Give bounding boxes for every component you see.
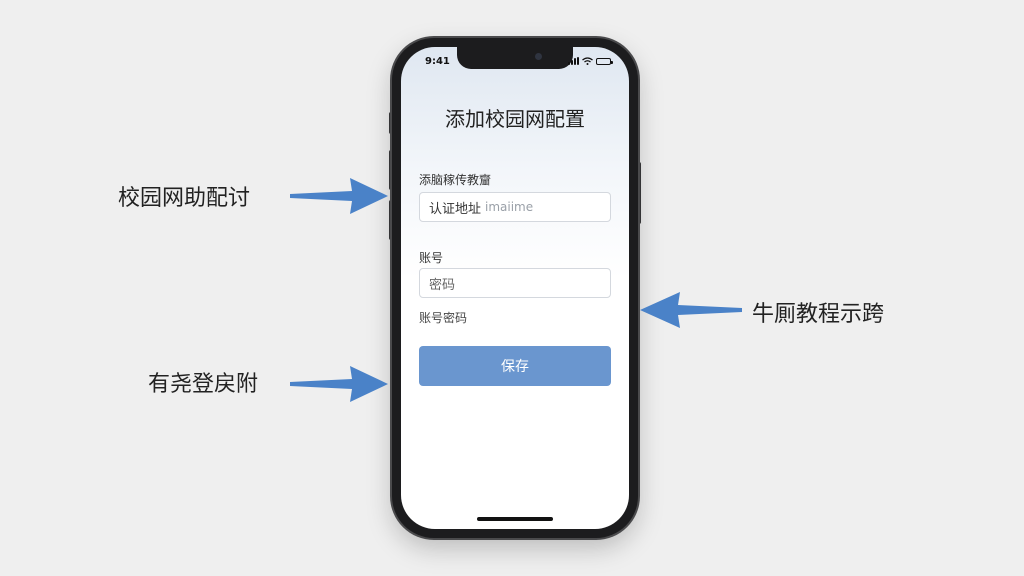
cellular-signal-icon <box>568 57 579 65</box>
password-placeholder: 密码 <box>429 277 456 293</box>
password-input[interactable]: 密码 <box>419 268 611 298</box>
volume-up-button <box>389 150 393 190</box>
volume-down-button <box>389 200 393 240</box>
page-title: 添加校园网配置 <box>445 107 585 131</box>
arrow-right-icon <box>290 366 388 402</box>
account-label: 账号 <box>419 251 444 265</box>
wifi-icon <box>582 57 593 65</box>
battery-icon <box>596 57 613 65</box>
auth-address-input[interactable]: 认证地址 imaiime <box>419 192 611 222</box>
callout-left-bottom: 有尧登戻附 <box>148 372 259 397</box>
arrow-left-icon <box>640 292 742 328</box>
phone-screen: 9:41 添加校园网配置 添脑稼传教齏 认证地址 imaiime 账号 密码 账… <box>401 47 629 529</box>
callout-right: 牛厠教程示跨 <box>752 302 885 327</box>
camera-icon <box>535 53 542 60</box>
auth-address-label: 添脑稼传教齏 <box>419 173 492 187</box>
power-button <box>637 162 641 224</box>
auth-address-value: 认证地址 <box>429 201 482 217</box>
status-time: 9:41 <box>425 56 450 67</box>
account-password-label: 账号密码 <box>419 311 468 325</box>
callout-left-top: 校园网助配讨 <box>118 186 251 211</box>
silent-switch <box>389 112 393 134</box>
auth-address-hint: imaiime <box>485 200 534 214</box>
save-button[interactable]: 保存 <box>419 346 611 386</box>
arrow-right-icon <box>290 178 388 214</box>
status-icons <box>568 57 613 65</box>
home-indicator[interactable] <box>477 517 553 521</box>
notch <box>457 47 573 69</box>
